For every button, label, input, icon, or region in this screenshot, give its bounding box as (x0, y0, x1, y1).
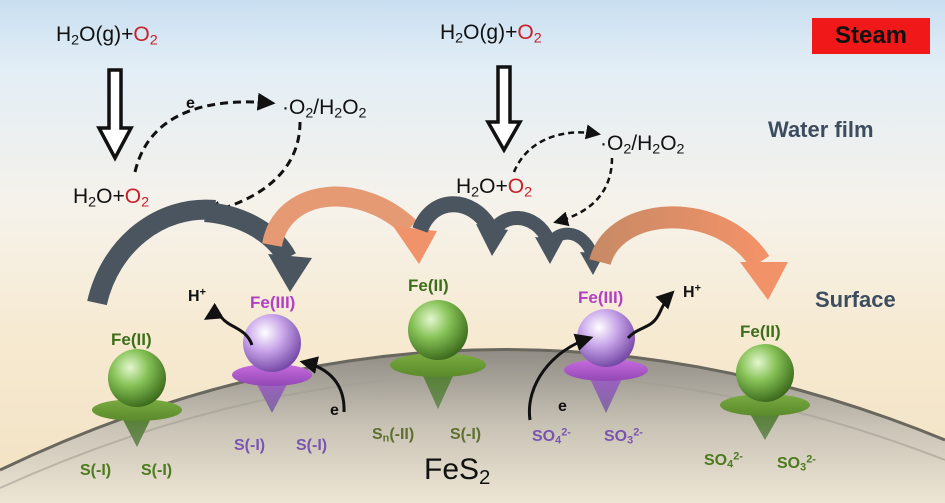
adsorbed-reactants-right: H2O+O2 (456, 175, 532, 201)
proton-arrow-right (626, 290, 675, 340)
electron-label-top: e (186, 95, 195, 112)
ligand-so4-2: SO42- (704, 450, 743, 471)
fe-site-5 (720, 344, 810, 440)
down-arrow-right (484, 65, 524, 154)
fe-site-4 (564, 309, 648, 413)
fe-ii-label-3: Fe(II) (740, 322, 781, 341)
curved-arrow-dark-2 (203, 202, 312, 292)
dashed-electron-arrow-right (512, 124, 601, 173)
reactant-steam-right: H2O(g)+O2 (440, 21, 542, 47)
dashed-return-arrow-right (553, 157, 614, 227)
electron-label-left: e (330, 402, 339, 419)
fe-iii-label-2: Fe(III) (578, 288, 624, 307)
reactant-steam-left: H2O(g)+O2 (56, 23, 158, 49)
curved-arrow-orange-2 (589, 206, 788, 300)
dashed-electron-arrow-left (133, 92, 276, 173)
water-film-label: Water film (768, 117, 874, 142)
curved-arrow-orange-1 (262, 186, 437, 264)
mineral-surface (0, 349, 945, 503)
dashed-return-arrow-left (202, 121, 302, 219)
ligand-so3-1: SO32- (604, 426, 643, 447)
ligand-so3-2: SO32- (777, 453, 816, 474)
proton-label-left: H+ (188, 286, 206, 305)
down-arrow-left (96, 68, 134, 162)
proton-arrow-left (203, 302, 254, 346)
fe-iii-label-1: Fe(III) (250, 293, 296, 312)
ligand-s-4: S(-I) (296, 437, 328, 454)
electron-arrow-left (299, 356, 346, 413)
fe-site-2 (232, 314, 312, 413)
ros-product-right: ·O2/H2O2 (600, 132, 685, 158)
electron-label-right: e (558, 398, 567, 415)
curved-arrow-dark-1 (87, 199, 216, 306)
ligand-s-3: S(-I) (234, 437, 266, 454)
fe-ii-label-2: Fe(II) (408, 276, 449, 295)
fe-site-1 (92, 349, 182, 447)
electron-arrow-right (527, 333, 594, 421)
ligand-s-5: S(-I) (450, 426, 482, 443)
proton-label-right: H+ (683, 282, 701, 301)
ligand-s-2: S(-I) (141, 462, 173, 479)
fe-ii-label-1: Fe(II) (111, 330, 152, 349)
fe-site-3 (390, 300, 486, 409)
surface-label: Surface (815, 287, 896, 312)
steam-badge: Steam (812, 18, 930, 54)
substrate-label: FeS2 (424, 453, 491, 490)
ligand-sn: Sn(-II) (372, 426, 415, 445)
ligand-s-1: S(-I) (80, 462, 112, 479)
ligand-so4-1: SO42- (532, 426, 571, 447)
ros-product-left: ·O2/H2O2 (282, 96, 367, 122)
adsorbed-reactants-left: H2O+O2 (73, 185, 149, 211)
